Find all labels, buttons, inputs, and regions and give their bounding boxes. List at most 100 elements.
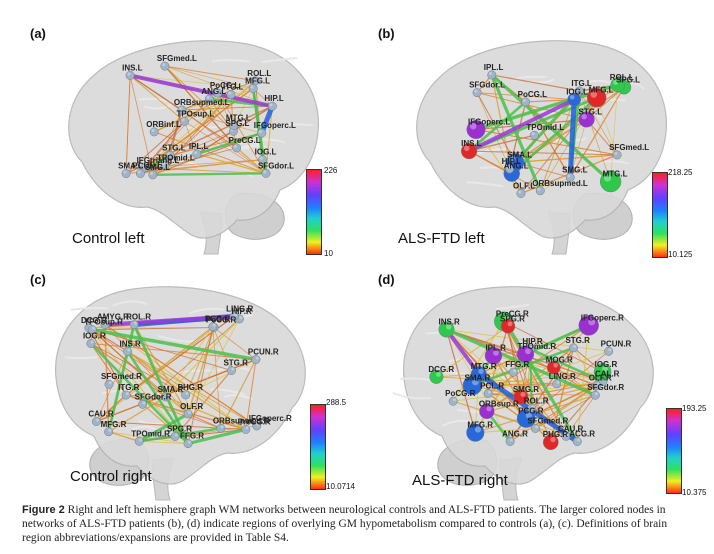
region-label: TPOmid.L (157, 153, 195, 162)
network-node (565, 172, 575, 182)
network-edge (125, 105, 273, 175)
node-highlight (252, 77, 256, 81)
colorbar-min-label: 10.125 (668, 250, 693, 259)
network-edge (245, 359, 257, 430)
network-edge (445, 329, 476, 433)
network-edge (165, 396, 247, 430)
network-node (252, 421, 262, 431)
network-node (483, 389, 493, 398)
network-node (258, 155, 268, 165)
network-edge-strongest (259, 105, 275, 134)
network-edge (539, 99, 575, 191)
node-highlight (535, 425, 539, 429)
network-node (216, 423, 226, 433)
node-highlight (608, 348, 612, 352)
brain-network-plot: SMA.LPreCG.LPoCG.LSPG.LSFGdor.LMFG.LSFGm… (68, 40, 319, 255)
colorbar (306, 169, 322, 255)
network-edge (217, 92, 267, 174)
region-label: CAU.R (88, 410, 114, 419)
network-node (170, 432, 180, 441)
node-highlight (255, 356, 259, 360)
region-label: ROL.R (524, 396, 549, 405)
figure-caption: Figure 2 Right and left hemisphere graph… (22, 503, 694, 545)
region-label: PCG.R (518, 406, 544, 415)
colorbar-max-label: 218.25 (668, 168, 693, 177)
network-node (229, 311, 239, 321)
network-node (484, 347, 503, 365)
region-label: PreCG.R (238, 417, 271, 426)
node-highlight (486, 406, 492, 412)
network-edge (187, 318, 240, 415)
region-label: PHG.R (543, 430, 569, 439)
network-edge (127, 350, 247, 430)
node-highlight (127, 72, 131, 76)
node-highlight (474, 426, 482, 433)
node-highlight (537, 187, 541, 191)
node-highlight (581, 113, 587, 120)
network-node (578, 111, 595, 128)
node-highlight (206, 96, 210, 100)
brain-group (392, 286, 654, 501)
network-edge-strong (468, 100, 527, 153)
node-highlight (590, 91, 598, 98)
region-label: IFGoperc.R (581, 313, 624, 322)
network-node (590, 390, 600, 400)
region-label: SPG.R (167, 424, 192, 433)
region-label: INS.R (438, 318, 460, 327)
network-edge (515, 161, 571, 178)
region-label: PCUN.R (248, 348, 279, 357)
network-edge (446, 329, 609, 352)
panel-label: (a) (30, 26, 46, 41)
region-label: PCL.R (480, 382, 504, 391)
node-highlight (513, 369, 517, 373)
gyrus-line (466, 181, 504, 188)
region-label: SFGdor.L (258, 161, 294, 170)
network-node (125, 70, 135, 80)
node-highlight (215, 90, 219, 94)
network-edge-strong (90, 342, 189, 445)
region-label: SMA.R (465, 373, 491, 382)
region-label: TPOmid.L (526, 123, 564, 132)
network-node (250, 76, 260, 86)
node-highlight (478, 368, 484, 374)
colorbar-min-label: 10.375 (682, 488, 707, 497)
node-highlight (269, 103, 273, 107)
node-highlight (565, 433, 569, 437)
network-node (460, 142, 478, 160)
region-label: ANG.L (201, 87, 226, 96)
node-highlight (185, 391, 189, 395)
region-label: MFG.L (589, 86, 614, 95)
node-highlight (470, 123, 477, 130)
gyrus-line (261, 56, 298, 63)
region-label: IFGoperc.R (249, 414, 292, 423)
region-label: CAL.R (595, 370, 620, 379)
node-highlight (556, 380, 560, 384)
network-node (149, 127, 159, 137)
network-node (100, 320, 110, 330)
node-highlight (104, 321, 108, 325)
region-label: ORBsupmed.L (532, 179, 588, 188)
network-node (121, 169, 131, 179)
network-node (546, 360, 561, 375)
network-edge (164, 65, 238, 149)
region-label: PreCG.L (229, 136, 261, 145)
region-label: SFGdor.R (587, 383, 624, 392)
network-edge-strong (138, 412, 189, 443)
region-label: IOG.L (255, 148, 277, 157)
network-edge (164, 65, 234, 132)
network-node (180, 116, 189, 126)
region-label: ACG.R (569, 430, 595, 439)
network-node (183, 409, 193, 419)
network-node (448, 396, 458, 406)
node-highlight (569, 94, 575, 100)
network-edge-strongest (129, 73, 273, 109)
brain-network-plot: SMA.LPoCG.LSPG.LSFGdor.LMFG.LSFGmed.LIFG… (416, 40, 667, 255)
network-edge-strong (132, 324, 190, 445)
node-highlight (522, 98, 526, 102)
region-label: AMYG.R (97, 313, 129, 322)
network-node (487, 70, 497, 80)
colorbar-max-label: 288.5 (326, 398, 347, 407)
